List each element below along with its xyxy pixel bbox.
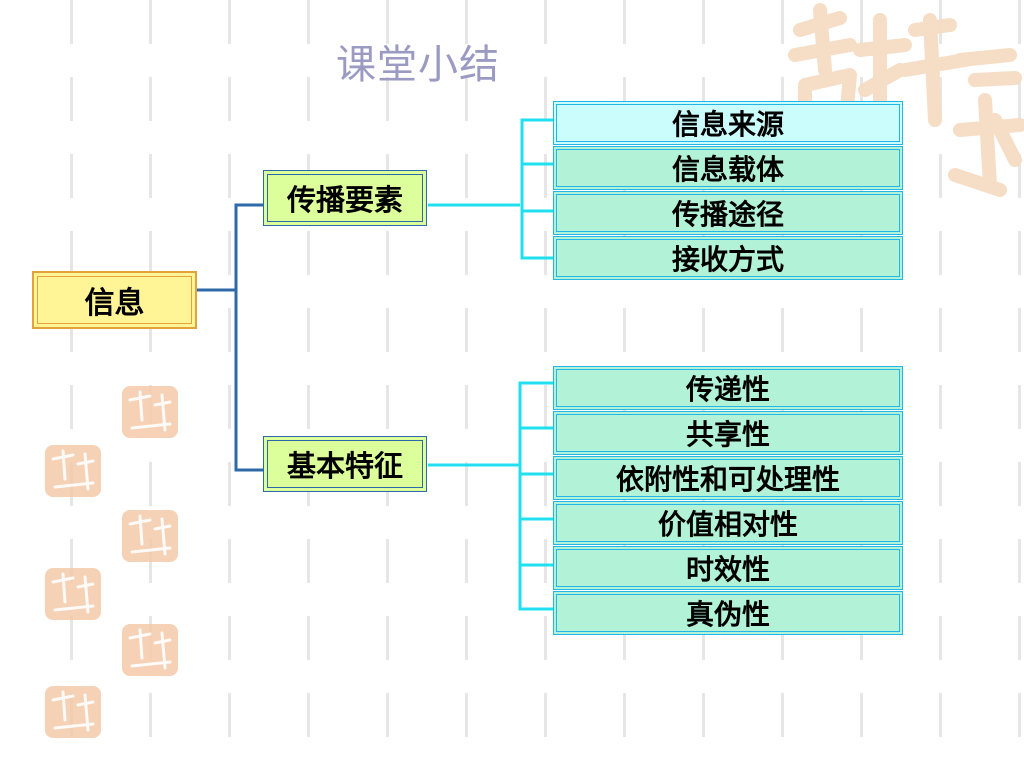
leaf-info-carrier: 信息载体 bbox=[553, 146, 903, 190]
leaf-relative-value: 价值相对性 bbox=[553, 501, 903, 545]
branch-node-basic-features: 基本特征 bbox=[263, 436, 427, 492]
leaf-transmissibility: 传递性 bbox=[553, 366, 903, 410]
leaf-dependence-processability: 依附性和可处理性 bbox=[553, 456, 903, 500]
root-node-info: 信息 bbox=[32, 271, 197, 329]
auspicious-seal-watermark bbox=[788, 3, 1024, 197]
leaf-timeliness: 时效性 bbox=[553, 546, 903, 590]
small-seal-stamps bbox=[45, 386, 178, 738]
page-title: 课堂小结 bbox=[336, 42, 500, 88]
leaf-reception-method: 接收方式 bbox=[553, 236, 903, 280]
leaf-connectors bbox=[428, 118, 553, 611]
leaf-info-source: 信息来源 bbox=[553, 101, 903, 145]
branch-node-propagation-elements: 传播要素 bbox=[263, 170, 427, 226]
leaf-authenticity: 真伪性 bbox=[553, 591, 903, 635]
leaf-shareability: 共享性 bbox=[553, 411, 903, 455]
leaf-propagation-channel: 传播途径 bbox=[553, 191, 903, 235]
